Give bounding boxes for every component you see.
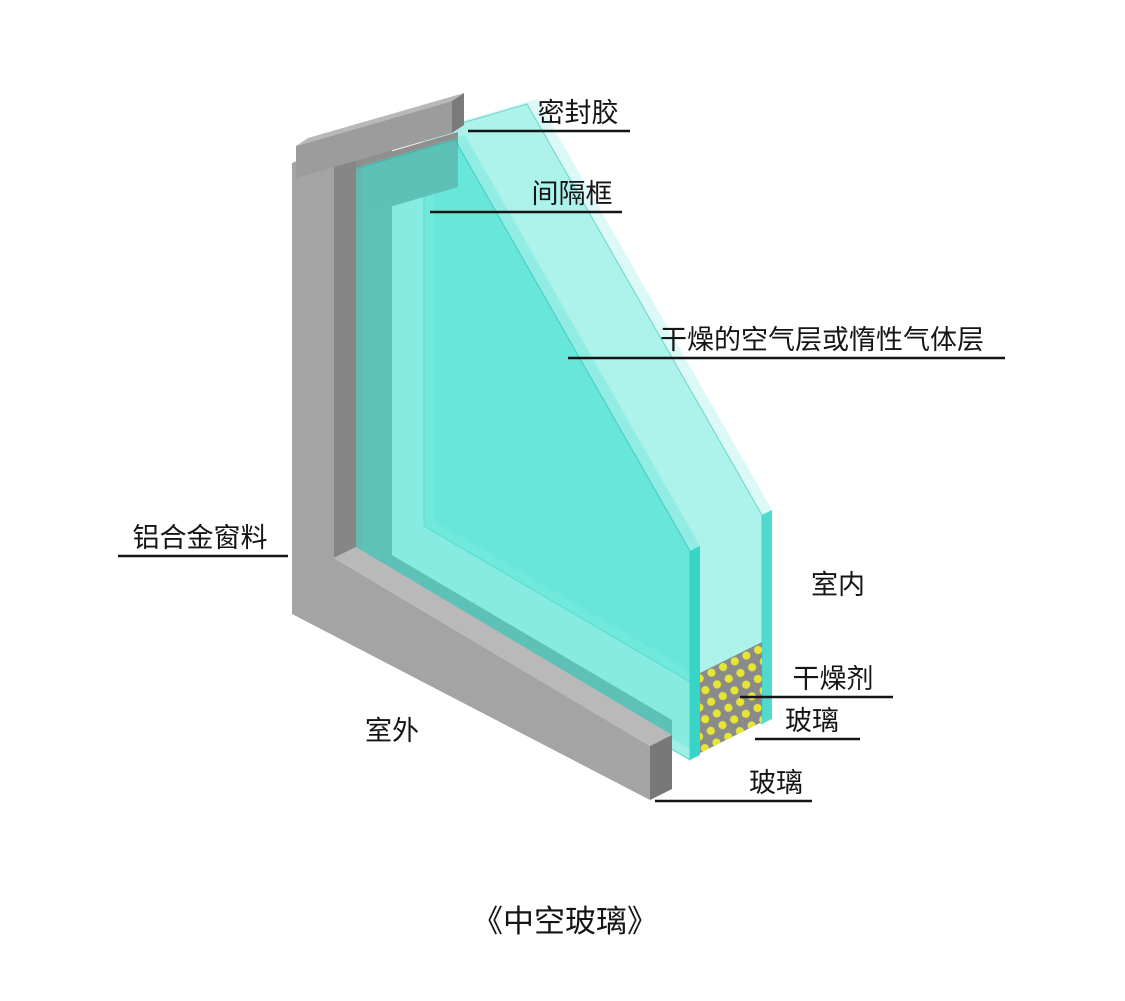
desiccant-dots-fill <box>690 642 762 758</box>
inner-glass-edge-strip <box>762 510 772 724</box>
label-glass-outer: 玻璃 <box>749 768 803 798</box>
label-aluminum-frame: 铝合金窗料 <box>133 523 268 553</box>
aluminum-frame-side-face <box>334 152 356 558</box>
label-indoor: 室内 <box>811 570 865 600</box>
aluminum-frame-cut-end-face <box>650 735 672 800</box>
outer-glass-edge-strip <box>690 546 700 760</box>
diagram-title: 《中空玻璃》 <box>472 904 658 939</box>
label-desiccant: 干燥剂 <box>793 664 874 694</box>
aluminum-frame-front-face <box>292 163 650 800</box>
label-air-layer: 干燥的空气层或惰性气体层 <box>660 325 984 355</box>
label-glass-inner: 玻璃 <box>785 706 839 736</box>
sealant-slab-front-face <box>296 101 452 178</box>
sealant-slab-end-face <box>452 93 464 133</box>
label-sealant: 密封胶 <box>538 98 619 128</box>
label-spacer-frame: 间隔框 <box>532 179 613 209</box>
aluminum-frame-sill-top-face <box>334 547 672 746</box>
label-outdoor: 室外 <box>365 716 419 746</box>
sealant-slab-top-face <box>296 93 464 146</box>
